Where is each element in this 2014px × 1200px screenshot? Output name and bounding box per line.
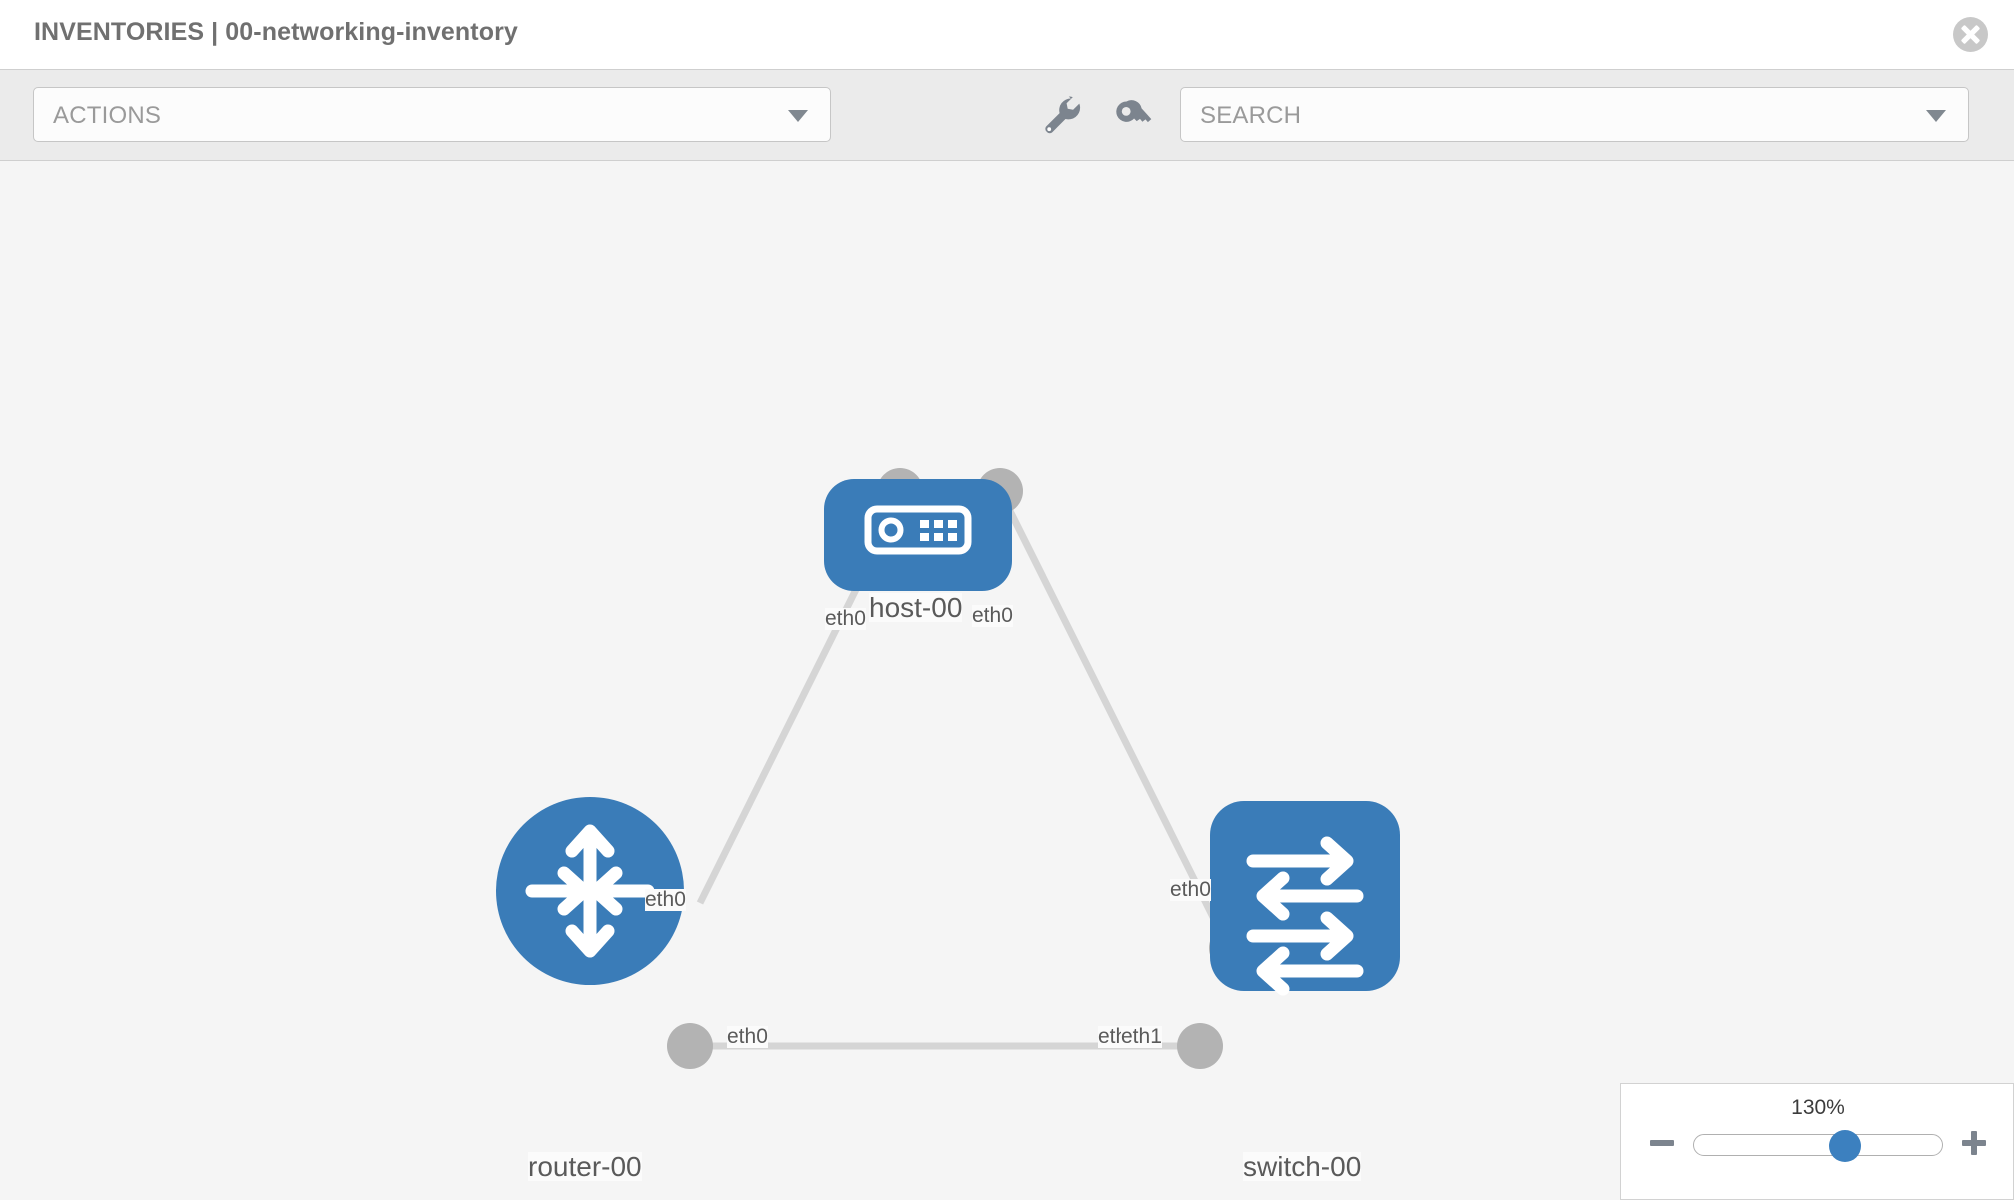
- chevron-down-icon: [788, 110, 808, 122]
- toolbar: ACTIONS SEARCH: [0, 69, 2014, 161]
- node-switch-00: [1210, 801, 1400, 996]
- zoom-slider-thumb[interactable]: [1829, 1130, 1862, 1162]
- zoom-slider[interactable]: [1693, 1130, 1943, 1162]
- router-four-arrows-icon: [525, 824, 655, 958]
- topology-graph: [496, 468, 1400, 1069]
- search-input[interactable]: SEARCH: [1180, 87, 1969, 142]
- chevron-down-icon: [1926, 110, 1946, 122]
- actions-dropdown[interactable]: ACTIONS: [33, 87, 831, 142]
- plus-icon[interactable]: [1959, 1128, 1989, 1158]
- iface-label-switch-left-eth1: eth1: [1121, 1025, 1162, 1049]
- node-host-00-shape: [824, 479, 1012, 591]
- page-title: INVENTORIES | 00-networking-inventory: [34, 18, 518, 46]
- node-name-host-00: host-00: [869, 592, 963, 623]
- link-host-switch: [996, 489, 1234, 953]
- key-icon[interactable]: [1110, 92, 1156, 138]
- iface-label-host-right: eth0: [972, 604, 1013, 628]
- zoom-level-value: 130%: [1791, 1096, 1845, 1119]
- minus-icon[interactable]: [1647, 1128, 1677, 1158]
- close-icon[interactable]: [1953, 17, 1988, 52]
- actions-dropdown-label: ACTIONS: [53, 102, 162, 129]
- iface-label-router-right: eth0: [727, 1025, 768, 1049]
- server-appliance-icon: [864, 505, 972, 555]
- connector-router-right: [667, 1023, 713, 1069]
- switch-exchange-arrows-icon: [1246, 836, 1364, 996]
- iface-label-switch-up: eth0: [1170, 878, 1211, 902]
- iface-label-router-up: eth0: [645, 888, 686, 912]
- node-host-00: [824, 479, 1012, 591]
- topology-canvas[interactable]: eth0 eth0 eth0 eth0 eth0 eth0 eth1 host-…: [0, 161, 2014, 1200]
- wrench-icon[interactable]: [1037, 92, 1083, 138]
- zoom-control-panel: 130%: [1620, 1083, 2014, 1200]
- iface-label-host-left: eth0: [825, 607, 866, 631]
- node-name-router-00: router-00: [528, 1151, 642, 1182]
- node-name-switch-00: switch-00: [1243, 1151, 1362, 1182]
- page-header: INVENTORIES | 00-networking-inventory: [0, 0, 2014, 69]
- node-router-00: [496, 797, 684, 985]
- connector-switch-left: [1177, 1023, 1223, 1069]
- search-placeholder: SEARCH: [1200, 102, 1302, 129]
